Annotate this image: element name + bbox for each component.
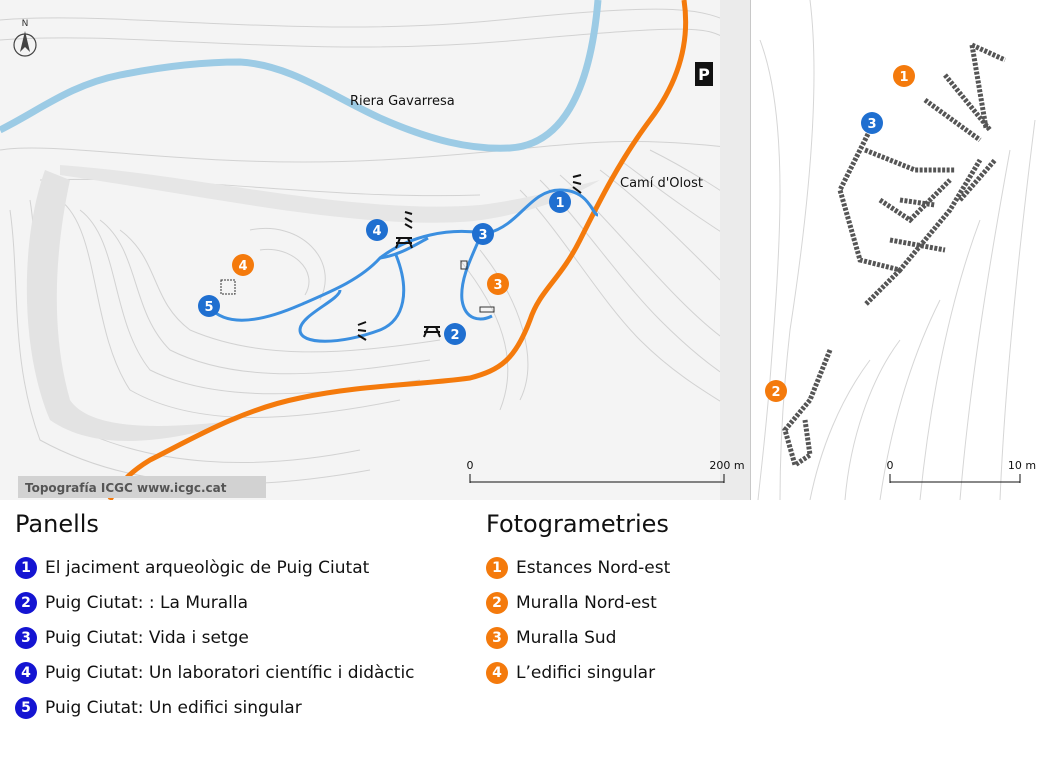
svg-text:Topografía ICGC www.icgc.cat: Topografía ICGC www.icgc.cat (25, 481, 227, 495)
panel-marker-4[interactable]: 4 (366, 219, 388, 241)
ruins-icon (460, 260, 468, 270)
legend-item: 2 Muralla Nord-est (486, 585, 670, 620)
map-credit: Topografía ICGC www.icgc.cat (18, 476, 266, 498)
panel-marker-5[interactable]: 5 (198, 295, 220, 317)
legend-panells: Panells 1 El jaciment arqueològic de Pui… (15, 510, 415, 725)
ruins-plan (782, 42, 1007, 469)
plan-contours (757, 0, 1036, 500)
site-map: 1 2 3 4 5 4 3 Riera Gavarresa Camí d'Olo… (0, 0, 750, 500)
svg-text:2: 2 (771, 385, 780, 400)
viewpoint-icon (357, 321, 367, 341)
number-badge: 3 (486, 626, 508, 649)
legend-item: 5 Puig Ciutat: Un edifici singular (15, 690, 415, 725)
panel-marker-3[interactable]: 3 (472, 223, 494, 245)
escarpment-shading (26, 170, 240, 441)
photogrammetry-marker-3[interactable]: 3 (487, 273, 509, 295)
legend-item-label: El jaciment arqueològic de Puig Ciutat (45, 557, 370, 578)
river-label: Riera Gavarresa (350, 94, 455, 109)
legend-item: 4 L’edifici singular (486, 655, 670, 690)
viewpoint-icon (404, 211, 413, 229)
legend-fotogrametries: Fotogrametries 1 Estances Nord-est 2 Mur… (486, 510, 670, 690)
viewpoint-icon (572, 174, 582, 194)
svg-text:3: 3 (493, 278, 502, 293)
walking-trails (208, 188, 599, 343)
legend-item-label: Puig Ciutat: : La Muralla (45, 592, 249, 613)
svg-text:5: 5 (204, 300, 213, 315)
north-arrow-icon: N (13, 19, 37, 57)
site-plan: 1 3 2 0 10 m (750, 0, 1040, 500)
road-label: Camí d'Olost (620, 176, 703, 191)
plan-panel-marker-3[interactable]: 3 (861, 112, 883, 134)
number-badge: 4 (15, 661, 37, 684)
svg-text:4: 4 (372, 224, 381, 239)
scale-bar: 0 200 m (467, 459, 745, 483)
svg-text:N: N (22, 19, 29, 29)
svg-text:0: 0 (887, 459, 894, 472)
svg-text:4: 4 (238, 259, 247, 274)
building-ruins-icon (220, 279, 236, 295)
ruins-icon (479, 306, 495, 313)
plan-photogrammetry-marker-2[interactable]: 2 (765, 380, 787, 402)
legend-item: 2 Puig Ciutat: : La Muralla (15, 585, 415, 620)
svg-text:0: 0 (467, 459, 474, 472)
number-badge: 5 (15, 696, 37, 719)
legend-item-label: Puig Ciutat: Un edifici singular (45, 697, 302, 718)
picnic-icon (395, 237, 413, 249)
legend-item: 3 Puig Ciutat: Vida i setge (15, 620, 415, 655)
legend-fotogrametries-title: Fotogrametries (486, 510, 669, 538)
number-badge: 1 (15, 556, 37, 579)
number-badge: 3 (15, 626, 37, 649)
number-badge: 2 (15, 591, 37, 614)
legend-item: 3 Muralla Sud (486, 620, 670, 655)
legend-panells-title: Panells (15, 510, 99, 538)
number-badge: 2 (486, 591, 508, 614)
legend-item: 1 Estances Nord-est (486, 550, 670, 585)
legend-item-label: Muralla Nord-est (516, 592, 657, 613)
panel-marker-2[interactable]: 2 (444, 323, 466, 345)
legend-item-label: Puig Ciutat: Un laboratori científic i d… (45, 662, 415, 683)
svg-text:3: 3 (478, 228, 487, 243)
right-edge-shading (720, 0, 750, 500)
svg-text:10 m: 10 m (1008, 459, 1036, 472)
ridge-shading (60, 165, 600, 223)
svg-text:2: 2 (450, 328, 459, 343)
parking-icon: P (695, 62, 713, 86)
road-line (107, 0, 689, 500)
svg-text:3: 3 (867, 117, 876, 132)
number-badge: 1 (486, 556, 508, 579)
svg-text:P: P (698, 65, 710, 84)
number-badge: 4 (486, 661, 508, 684)
legend-item-label: L’edifici singular (516, 662, 656, 683)
river-line (0, 0, 602, 152)
plan-photogrammetry-marker-1[interactable]: 1 (893, 65, 915, 87)
svg-text:200 m: 200 m (709, 459, 744, 472)
svg-text:1: 1 (899, 70, 908, 85)
legend-item-label: Muralla Sud (516, 627, 617, 648)
legend-item: 4 Puig Ciutat: Un laboratori científic i… (15, 655, 415, 690)
legend-item-label: Estances Nord-est (516, 557, 671, 578)
svg-text:1: 1 (555, 196, 564, 211)
legend-item: 1 El jaciment arqueològic de Puig Ciutat (15, 550, 415, 585)
picnic-icon (423, 326, 441, 338)
plan-scale-bar: 0 10 m (887, 459, 1036, 483)
photogrammetry-marker-4[interactable]: 4 (232, 254, 254, 276)
legend-item-label: Puig Ciutat: Vida i setge (45, 627, 249, 648)
panel-marker-1[interactable]: 1 (549, 191, 571, 213)
